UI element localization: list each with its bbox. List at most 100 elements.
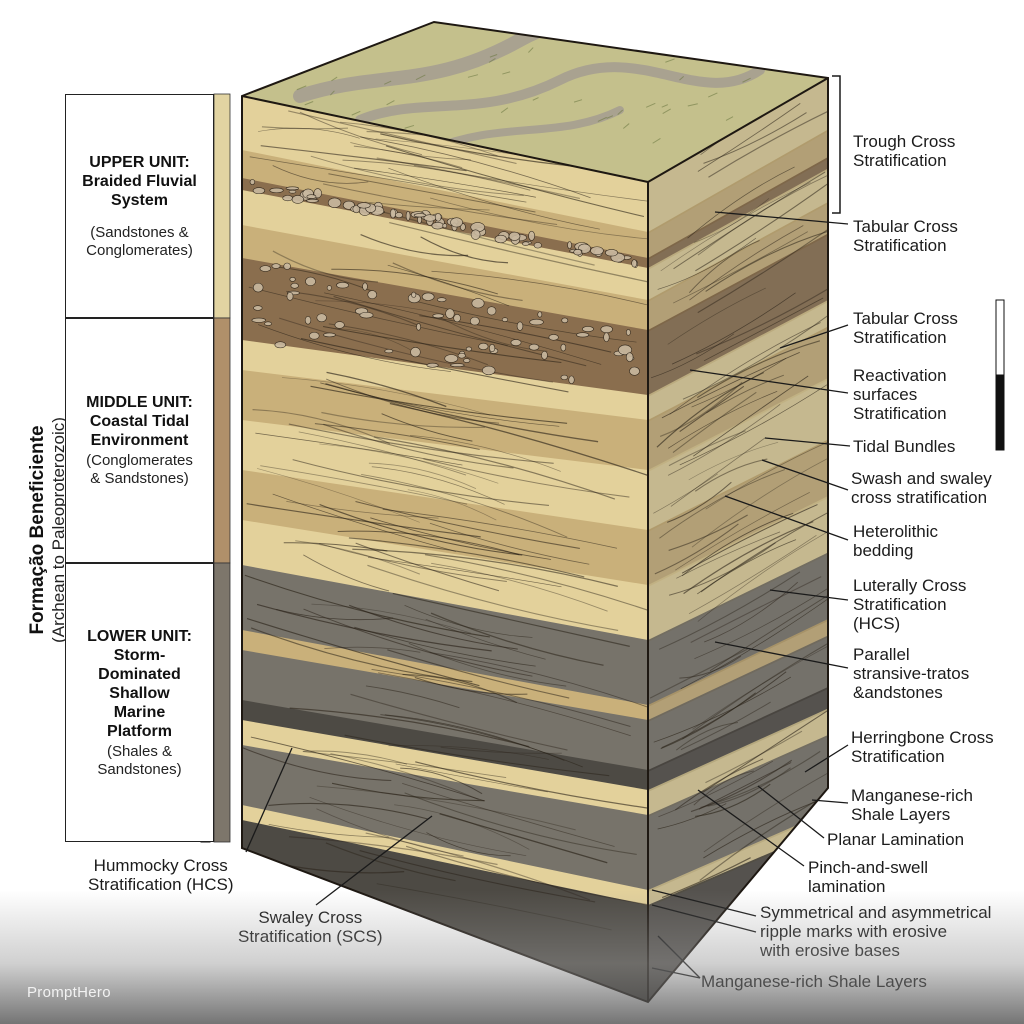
pebble: [561, 317, 569, 324]
lower-unit-title: LOWER UNIT: Storm- Dominated Shallow Mar…: [87, 627, 192, 740]
side-stratum-16: [648, 735, 828, 892]
side-lamination-line: [679, 655, 742, 679]
side-lamination-line: [687, 166, 795, 239]
side-stratum-9: [648, 439, 828, 587]
grass-mark: [687, 103, 698, 107]
pebble: [581, 326, 594, 332]
lamination-line: [256, 603, 492, 652]
pebble: [603, 332, 610, 343]
side-lamination-line: [658, 760, 774, 818]
side-lamination-line: [674, 758, 764, 811]
lamination-line: [404, 792, 637, 855]
lamination-line: [319, 503, 523, 556]
front-stratum-7: [242, 370, 648, 472]
lamination-line: [256, 468, 420, 523]
lamination-line: [260, 145, 467, 172]
lamination-line: [321, 411, 485, 429]
lamination-line: [314, 423, 480, 451]
lamination-line: [331, 268, 498, 295]
side-lamination-line: [688, 239, 760, 293]
lamination-line: [426, 832, 511, 857]
front-stratum-10: [242, 520, 648, 642]
lamination-line: [431, 270, 648, 307]
label-hummocky-cross: Hummocky Cross Stratification (HCS): [88, 856, 234, 894]
leader-line: [811, 799, 849, 804]
pebble: [286, 291, 294, 301]
side-lamination-line: [660, 182, 811, 272]
pebble: [567, 241, 572, 250]
label-planar-lamination: Planar Lamination: [827, 830, 965, 849]
lamination-line: [429, 651, 648, 708]
grass-mark: [301, 64, 311, 70]
pebble: [516, 321, 524, 331]
lamination-line: [410, 435, 561, 472]
label-herringbone: Herringbone Cross Stratification: [851, 728, 994, 766]
pebble: [411, 291, 417, 298]
label-trough-cross-stratification: Trough Cross Stratification: [853, 132, 956, 170]
side-lamination-line: [653, 473, 718, 514]
grass-mark: [467, 74, 479, 78]
lamination-line: [431, 562, 608, 612]
side-lamination-line: [660, 692, 756, 750]
pebble: [405, 211, 411, 221]
pebble: [305, 276, 316, 287]
grass-mark: [296, 85, 307, 91]
side-lamination-line: [693, 198, 770, 243]
lamination-line: [430, 612, 604, 666]
grass-mark: [665, 58, 675, 63]
side-lamination-line: [680, 583, 828, 690]
pebble: [362, 282, 368, 291]
pebble: [251, 317, 267, 323]
lamination-line: [361, 473, 568, 538]
side-lamination-line: [707, 767, 791, 807]
side-lamination-line: [689, 225, 804, 301]
side-stratum-15: [648, 708, 828, 817]
pebble: [568, 375, 575, 385]
side-lamination-line: [668, 391, 778, 449]
lamination-line: [288, 836, 498, 866]
leader-line: [757, 785, 825, 839]
label-manganese-shale-1: Manganese-rich Shale Layers: [851, 786, 973, 824]
top-ground: [242, 22, 828, 182]
lamination-line: [440, 746, 562, 754]
lamination-line: [381, 413, 473, 442]
pebble: [288, 189, 297, 194]
leader-line: [804, 744, 849, 773]
side-lamination-line: [690, 576, 822, 643]
lamination-line: [360, 233, 469, 257]
side-stratum-10: [648, 496, 828, 642]
side-lamination-line: [688, 442, 779, 481]
lamination-line: [268, 802, 428, 820]
pebble: [522, 241, 530, 246]
lamination-line: [323, 423, 514, 469]
grass-mark: [725, 116, 734, 121]
lamination-line: [360, 136, 591, 199]
side-lamination-line: [697, 102, 801, 172]
side-lamination-line: [692, 631, 828, 730]
lamination-line: [258, 127, 360, 139]
side-lamination-line: [688, 535, 817, 615]
grass-mark: [645, 102, 656, 108]
grass-mark: [661, 104, 669, 108]
lamination-line: [344, 734, 610, 777]
pebble: [463, 358, 471, 363]
pebble: [410, 347, 421, 358]
pebble: [253, 305, 263, 311]
side-stratum-6: [648, 300, 828, 422]
side-lamination-line: [680, 701, 771, 751]
side-lamination-line: [703, 749, 828, 853]
pebble: [289, 276, 296, 282]
lamination-line: [282, 377, 491, 416]
lamination-line: [309, 796, 527, 857]
pebble: [482, 365, 496, 376]
side-stratum-4: [648, 202, 828, 332]
side-stratum-17: [648, 811, 828, 907]
lamination-line: [354, 167, 536, 198]
lamination-line: [324, 292, 602, 365]
side-lamination-line: [691, 450, 828, 548]
side-lamination-line: [705, 230, 828, 292]
lamination-line: [322, 183, 558, 225]
grass-mark: [384, 80, 392, 85]
grass-mark: [404, 124, 415, 129]
lamination-line: [419, 315, 612, 353]
